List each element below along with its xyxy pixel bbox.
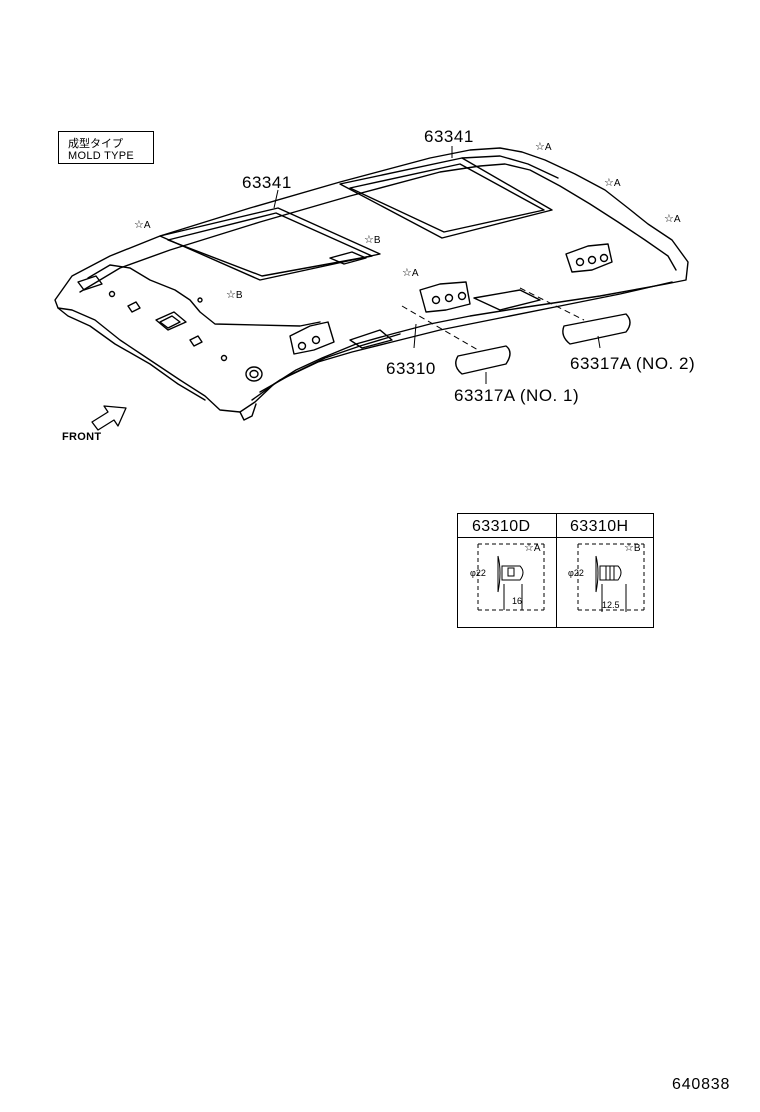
star-callout-b: ☆B	[364, 234, 381, 246]
part-label-63310: 63310	[386, 359, 436, 378]
star-callout-b: ☆B	[226, 289, 243, 301]
clip-col2-diameter: φ22	[568, 568, 584, 578]
headliner-outline	[54, 147, 689, 413]
bracket-center	[419, 281, 471, 313]
star-icon: ☆	[134, 219, 144, 231]
clip-col2-length: 12.5	[602, 600, 620, 610]
mold-type-en: MOLD TYPE	[68, 150, 135, 162]
clip-h-body	[599, 565, 622, 581]
mold-type-box: 成型タイプ MOLD TYPE	[58, 131, 154, 164]
front-label: FRONT	[62, 431, 102, 443]
catalog-number: 640838	[672, 1076, 731, 1093]
clip-table-divider	[556, 514, 557, 627]
bracket-right	[565, 243, 613, 273]
clip-col2-star: ☆B	[624, 542, 641, 554]
star-icon: ☆	[535, 141, 545, 153]
star-callout-a: ☆A	[134, 219, 151, 231]
part-label-63317a-no2: 63317A (NO. 2)	[570, 354, 696, 373]
star-icon: ☆	[664, 213, 674, 225]
clip-col1-length: 16	[512, 596, 523, 606]
mold-type-jp: 成型タイプ	[68, 138, 123, 150]
clip-table-col1-part: 63310D	[472, 518, 531, 535]
sunroof-panel-left	[159, 207, 381, 281]
star-icon: ☆	[604, 177, 614, 189]
assist-grip-no2	[562, 313, 631, 345]
part-label-63341-top: 63341	[424, 127, 474, 146]
star-callout-a: ☆A	[402, 267, 419, 279]
clip-d-body	[501, 565, 524, 581]
star-icon: ☆	[624, 542, 634, 554]
clip-col1-diameter: φ22	[470, 568, 486, 578]
star-callout-a: ☆A	[604, 177, 621, 189]
part-label-63341-left: 63341	[242, 173, 292, 192]
star-icon: ☆	[364, 234, 374, 246]
clip-col1-star: ☆A	[524, 542, 541, 554]
assist-grip-no1	[455, 345, 511, 375]
front-arrow-icon	[91, 405, 127, 431]
clip-table-col2-part: 63310H	[570, 518, 629, 535]
part-label-63317a-no1: 63317A (NO. 1)	[454, 386, 580, 405]
clip-table: 63310D 63310H ☆A ☆B φ22 φ22 16 12.5	[457, 513, 654, 628]
star-icon: ☆	[524, 542, 534, 554]
clip-table-header	[458, 514, 653, 538]
star-callout-a: ☆A	[535, 141, 552, 153]
bracket-left	[289, 321, 335, 355]
sunroof-panel-right	[339, 157, 553, 239]
star-icon: ☆	[226, 289, 236, 301]
star-callout-a: ☆A	[664, 213, 681, 225]
star-icon: ☆	[402, 267, 412, 279]
